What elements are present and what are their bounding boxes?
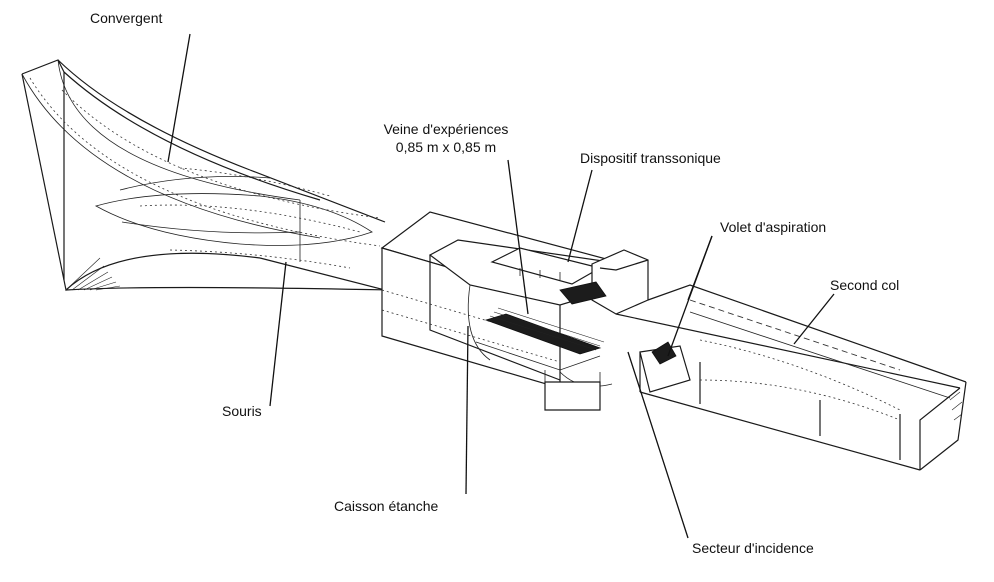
souris-body — [94, 167, 373, 269]
label-veine-line2: 0,85 m x 0,85 m — [396, 139, 496, 155]
caisson-box — [380, 211, 613, 411]
label-transsonique: Dispositif transsonique — [580, 150, 721, 166]
leader-lines — [167, 33, 835, 539]
label-volet: Volet d'aspiration — [720, 219, 826, 235]
label-convergent: Convergent — [90, 10, 162, 26]
label-secteur: Secteur d'incidence — [692, 540, 814, 556]
label-souris: Souris — [222, 403, 262, 419]
transsonique-device — [490, 247, 649, 315]
labels: Convergent Veine d'expériences 0,85 m x … — [90, 10, 899, 556]
label-veine-line1: Veine d'expériences — [384, 121, 509, 137]
label-caisson: Caisson étanche — [334, 498, 439, 514]
label-second-col: Second col — [830, 277, 899, 293]
diffuser-section — [615, 284, 967, 471]
convergent-section — [21, 59, 391, 292]
